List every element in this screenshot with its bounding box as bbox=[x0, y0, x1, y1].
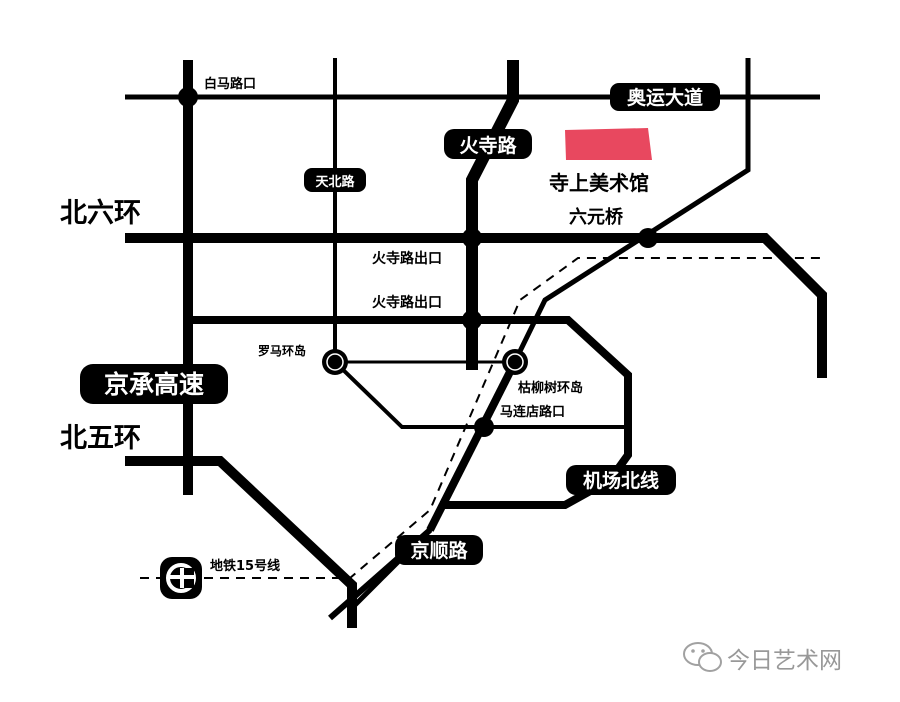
junction-madian bbox=[474, 417, 494, 437]
label-huosi-exit-2: 火寺路出口 bbox=[372, 294, 442, 311]
label-olympic-avenue: 奥运大道 bbox=[627, 86, 703, 109]
pill-huosi-road: 火寺路 bbox=[444, 129, 532, 159]
junctions bbox=[178, 87, 658, 437]
label-huosi-road: 火寺路 bbox=[459, 134, 517, 157]
junction-liuyuan-bridge bbox=[638, 228, 658, 248]
label-airport-north-line: 机场北线 bbox=[583, 469, 659, 492]
subway-logo-icon bbox=[160, 557, 202, 599]
label-huosi-exit-1: 火寺路出口 bbox=[372, 250, 442, 267]
road-luoma-madian bbox=[333, 360, 628, 429]
junction-huosi-exit-1 bbox=[462, 228, 482, 248]
watermark: 今日艺术网 bbox=[683, 642, 842, 674]
label-luoma-roundabout: 罗马环岛 bbox=[258, 343, 306, 358]
label-baima-junction: 白马路口 bbox=[204, 76, 256, 92]
watermark-text: 今日艺术网 bbox=[727, 648, 842, 674]
label-north-5th-ring: 北五环 bbox=[60, 423, 141, 454]
label-north-6th-ring: 北六环 bbox=[60, 198, 141, 229]
road-middle-ring bbox=[188, 316, 632, 430]
roundabout-luoma-icon bbox=[322, 349, 348, 375]
label-madiandian-junction: 马连店路口 bbox=[500, 404, 565, 420]
museum-marker bbox=[565, 128, 652, 160]
pill-tianbei-road: 天北路 bbox=[304, 168, 366, 192]
label-subway-line-15: 地铁15号线 bbox=[210, 558, 280, 574]
pill-jingcheng-expressway: 京承高速 bbox=[80, 364, 228, 404]
label-liuyuan-bridge: 六元桥 bbox=[569, 206, 624, 228]
label-museum-name: 寺上美术馆 bbox=[549, 171, 649, 195]
junction-huosi-exit-2 bbox=[462, 310, 482, 330]
label-tianbei-road: 天北路 bbox=[315, 174, 355, 190]
label-jingshun-road: 京顺路 bbox=[410, 539, 468, 562]
roundabout-kuliushu-icon bbox=[502, 349, 528, 375]
pill-airport-north-line: 机场北线 bbox=[566, 465, 676, 495]
road-north-6th-ring bbox=[125, 233, 827, 378]
pill-olympic-avenue: 奥运大道 bbox=[610, 83, 720, 111]
junction-baima bbox=[178, 87, 198, 107]
road-jingshun bbox=[426, 360, 519, 532]
wechat-icon bbox=[683, 642, 722, 672]
pill-jingshun-road: 京顺路 bbox=[395, 535, 483, 565]
label-kuliushu-roundabout: 枯柳树环岛 bbox=[518, 380, 583, 396]
pill-labels: 奥运大道 火寺路 天北路 京承高速 机场北线 京顺路 bbox=[80, 83, 720, 565]
road-north-5th-ring bbox=[125, 456, 357, 628]
label-jingcheng-expressway: 京承高速 bbox=[104, 370, 204, 399]
map-labels: 白马路口 寺上美术馆 北六环 六元桥 火寺路出口 火寺路出口 罗马环岛 枯柳树环… bbox=[60, 76, 649, 574]
